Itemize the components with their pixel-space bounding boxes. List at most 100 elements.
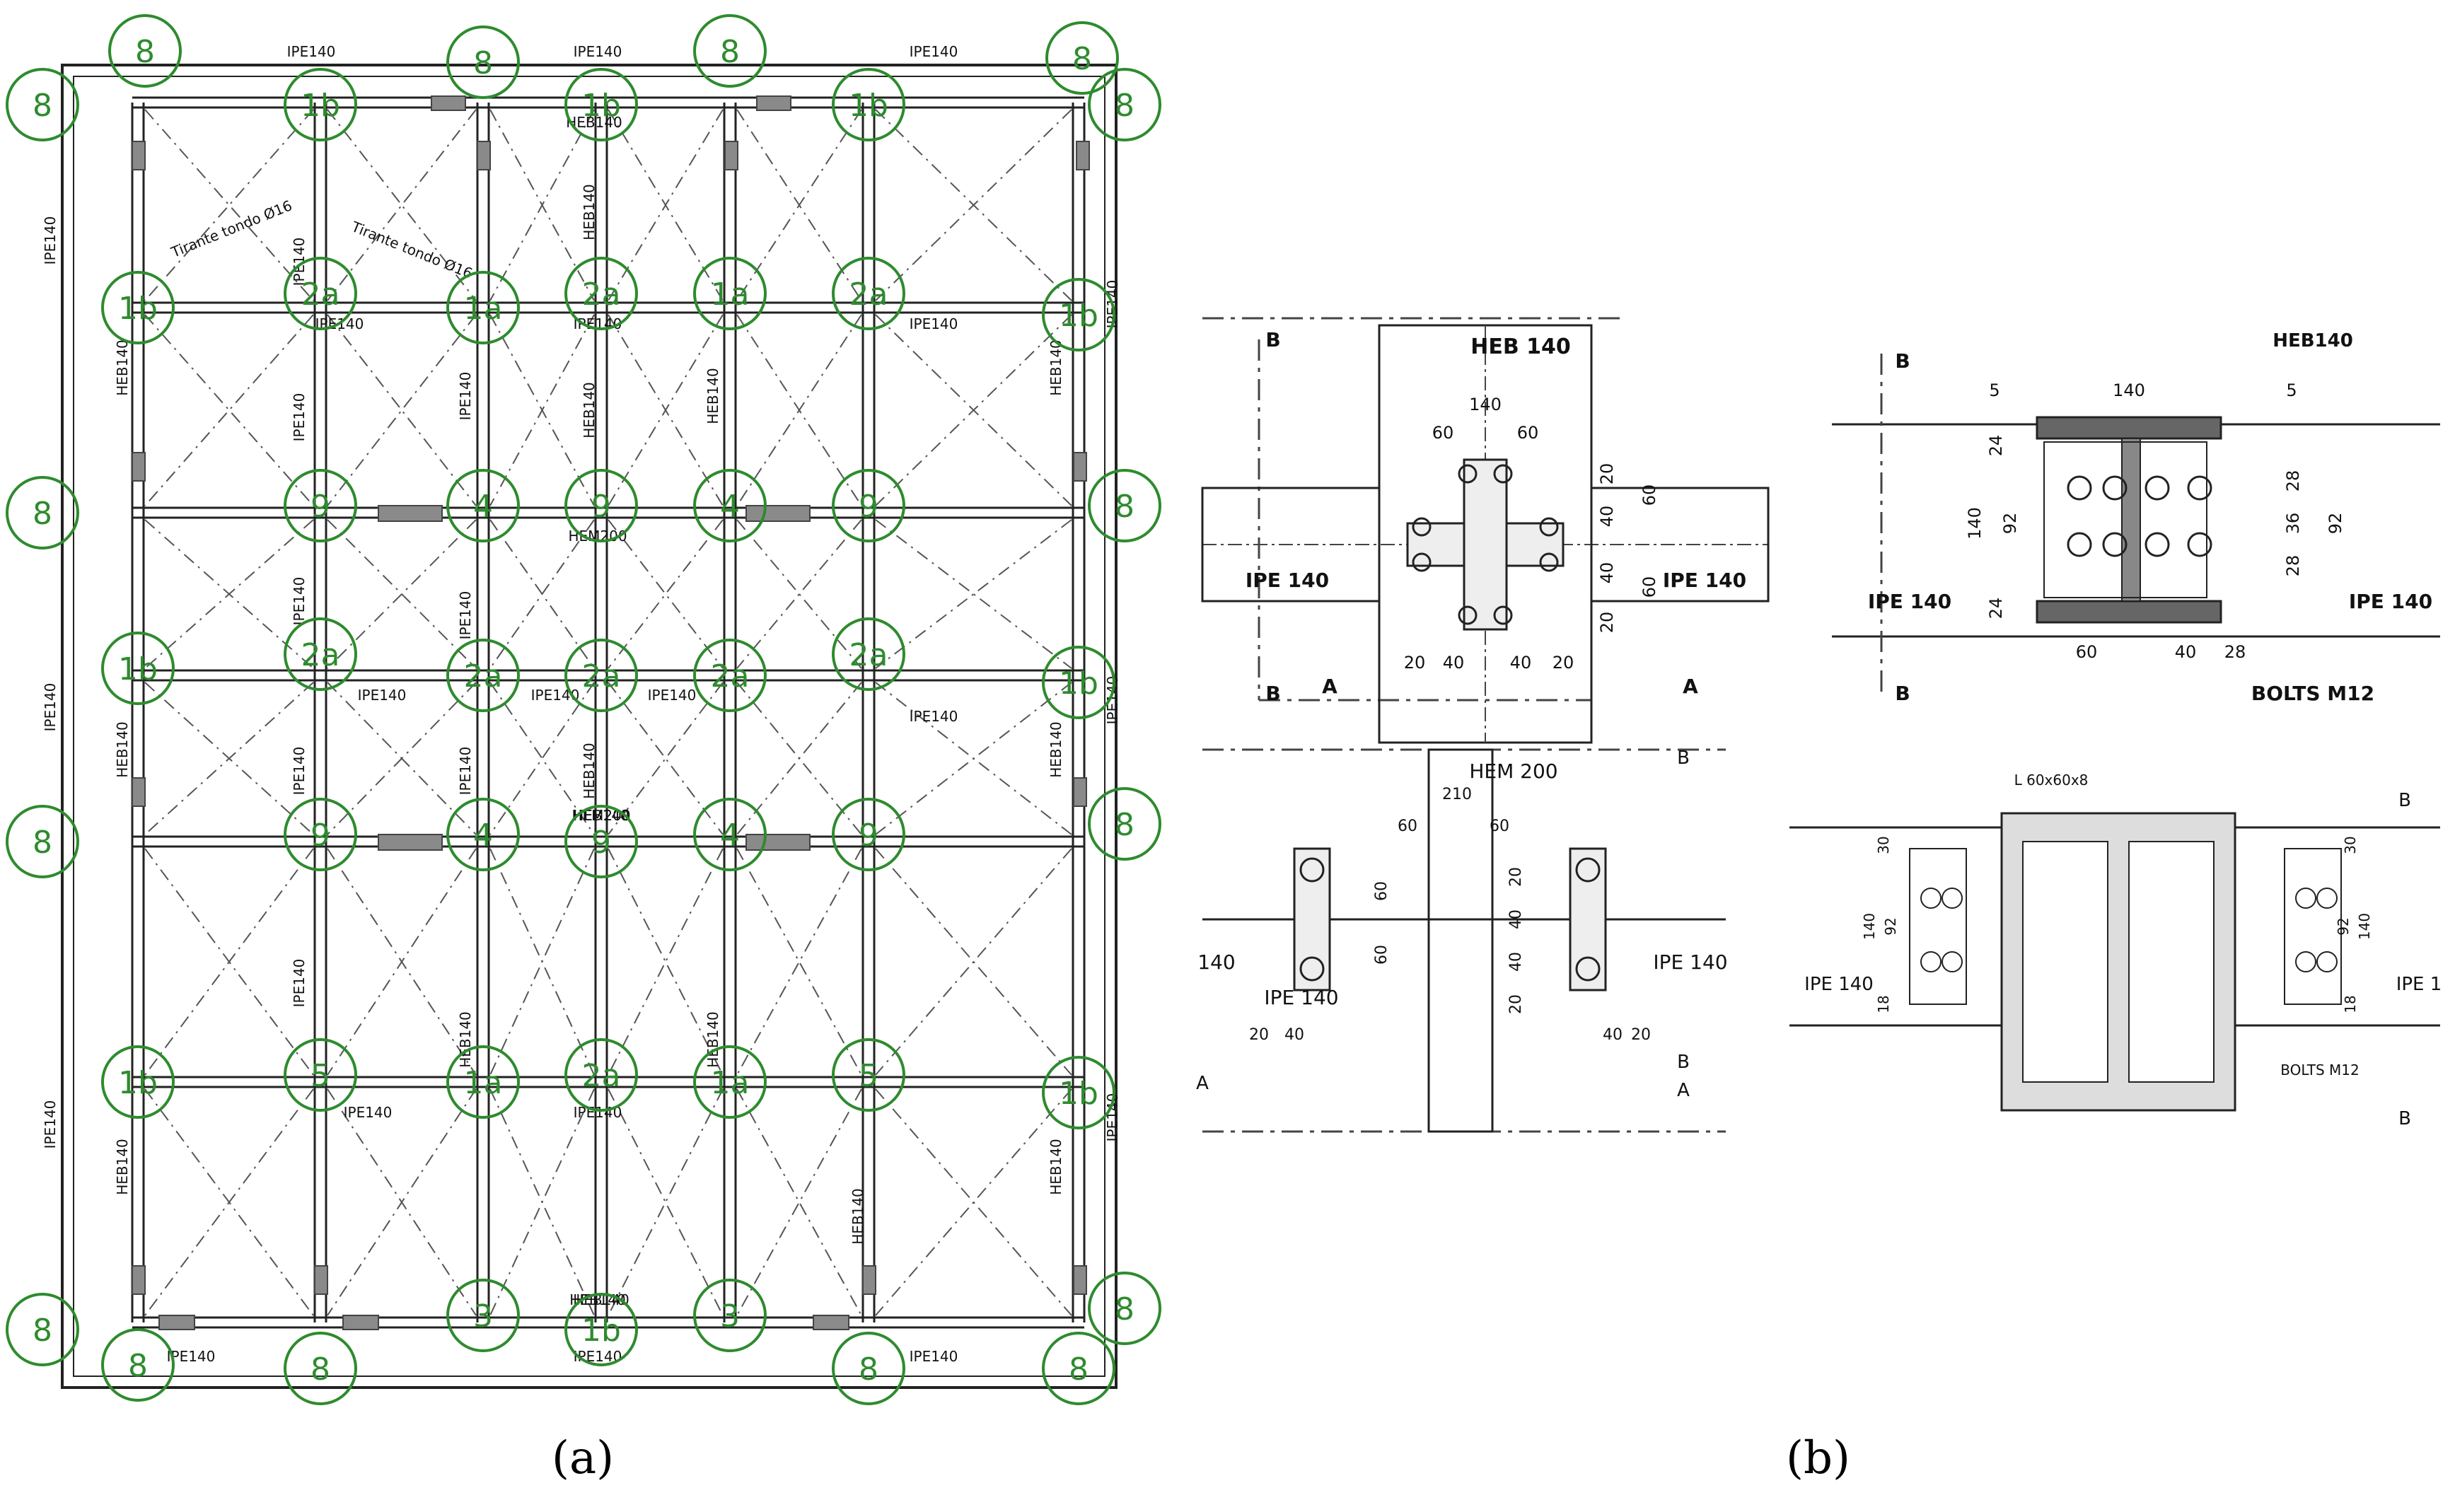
bolt (1493, 605, 1513, 625)
hatched-block (342, 1315, 379, 1330)
bracing-diagonal (875, 314, 1072, 506)
member-label: IPE140 (42, 683, 59, 732)
grid-marker-circle (693, 14, 767, 88)
grid-marker-label: 5 (310, 1058, 330, 1094)
caption-b: (b) (1786, 1432, 1850, 1484)
bracing-diagonal (144, 109, 314, 301)
section-label: B (1265, 682, 1280, 705)
member-label: HEB140 (114, 339, 131, 396)
dimension: 20 (1552, 653, 1574, 673)
dimension: 30 (1875, 836, 1892, 854)
hatched-block (1073, 777, 1087, 807)
dimension: 20 (1631, 1026, 1651, 1044)
grid-marker-label: 9 (591, 825, 611, 861)
grid-marker-circle (446, 1045, 520, 1119)
bracing-diagonal (327, 109, 477, 301)
plate-outline (2043, 441, 2207, 598)
dimension: 20 (1597, 612, 1617, 634)
dimension: 40 (1507, 909, 1525, 929)
bracing-diagonal (489, 109, 595, 301)
section-label: B (1895, 682, 1910, 705)
grid-marker-circle (101, 632, 175, 705)
bracing-diagonal (327, 314, 477, 506)
dimension: 210 (1442, 786, 1472, 803)
member-label: IPE140 (910, 1348, 958, 1365)
grid-marker-label: 1a (464, 1065, 503, 1101)
angle-right (2284, 848, 2342, 1005)
grid-marker-circle (108, 14, 182, 88)
dimension: 36 (2283, 513, 2303, 535)
dimension: 60 (1517, 423, 1539, 443)
member-label: IPE140 (42, 1100, 59, 1149)
bracing-diagonal (736, 848, 862, 1076)
member-label: IPE140 (291, 577, 308, 626)
grid-marker-circle (284, 68, 357, 141)
hem-void-right (2128, 841, 2215, 1083)
flange-top (2036, 416, 2222, 440)
bracing-diagonal (144, 848, 314, 1076)
member-label: IPE 140 (1804, 974, 1874, 995)
member-label: 140 (1197, 950, 1235, 974)
grid-marker-label: 8 (859, 1351, 878, 1388)
grid-marker-label: 4 (473, 489, 493, 525)
dimension: 140 (1965, 507, 1985, 540)
grid-marker-circle (693, 469, 767, 542)
dimension: 28 (2224, 642, 2246, 662)
grid-marker-circle (832, 469, 905, 542)
grid-marker-circle (1042, 646, 1115, 719)
bracing-diagonal (489, 519, 595, 669)
member-label: IPE140 (457, 591, 474, 640)
dimension: 60 (1639, 484, 1659, 506)
dimension: 60 (1639, 576, 1659, 598)
member-label: IPE 140 (2349, 590, 2432, 613)
grid-marker-label: 1b (1059, 665, 1098, 702)
member-label: HEB140 (1047, 721, 1064, 778)
bracing-diagonal (144, 519, 314, 669)
hatched-block (132, 1265, 146, 1295)
grid-marker-label: 8 (135, 34, 155, 70)
grid-marker-label: 8 (1072, 41, 1092, 77)
hatched-block (132, 452, 146, 482)
bracing-diagonal (736, 314, 862, 506)
grid-marker-circle (1045, 21, 1119, 95)
bolt (1575, 956, 1601, 982)
grid-marker-label: 2a (582, 277, 621, 313)
grid-marker-circle (1042, 1332, 1115, 1405)
member-label: BOLTS M12 (2251, 682, 2374, 705)
grid-marker-circle (832, 257, 905, 330)
bolt (2145, 475, 2170, 501)
grid-marker-label: 1b (118, 291, 158, 327)
dimension: 140 (2113, 380, 2145, 400)
dimension: 60 (2076, 642, 2098, 662)
section-label: B (2398, 790, 2411, 811)
member-label: IPE140 (167, 1348, 216, 1365)
bracing-diagonal (489, 1088, 595, 1316)
bracing-diagonal (875, 1088, 1072, 1316)
member-label: HEB140 (1047, 1139, 1064, 1195)
bolt (1920, 888, 1942, 909)
bolt (2067, 475, 2092, 501)
member-label: IPE140 (910, 43, 958, 60)
grid-marker-circle (101, 1328, 175, 1402)
dimension: 20 (1404, 653, 1426, 673)
grid-marker-circle (446, 25, 520, 99)
grid-marker-label: 2a (849, 637, 888, 673)
bolt (1575, 857, 1601, 883)
grid-marker-circle (564, 1038, 638, 1112)
grid-marker-label: 2a (582, 1058, 621, 1094)
bracing-diagonal (608, 314, 724, 506)
member-label: HEB140 (573, 807, 629, 824)
grid-marker-label: 4 (473, 818, 493, 854)
dimension: 92 (1882, 917, 1899, 935)
grid-marker-circle (564, 805, 638, 878)
hatched-block (378, 505, 443, 522)
dimension: 40 (1597, 506, 1617, 528)
angle-left (1909, 848, 1967, 1005)
grid-marker-circle (446, 1279, 520, 1352)
bracing-diagonal (489, 682, 595, 835)
section-label: B (1677, 748, 1690, 769)
dimension: 18 (2342, 995, 2359, 1013)
grid-marker-circle (832, 617, 905, 691)
dimension: 92 (2326, 513, 2345, 535)
